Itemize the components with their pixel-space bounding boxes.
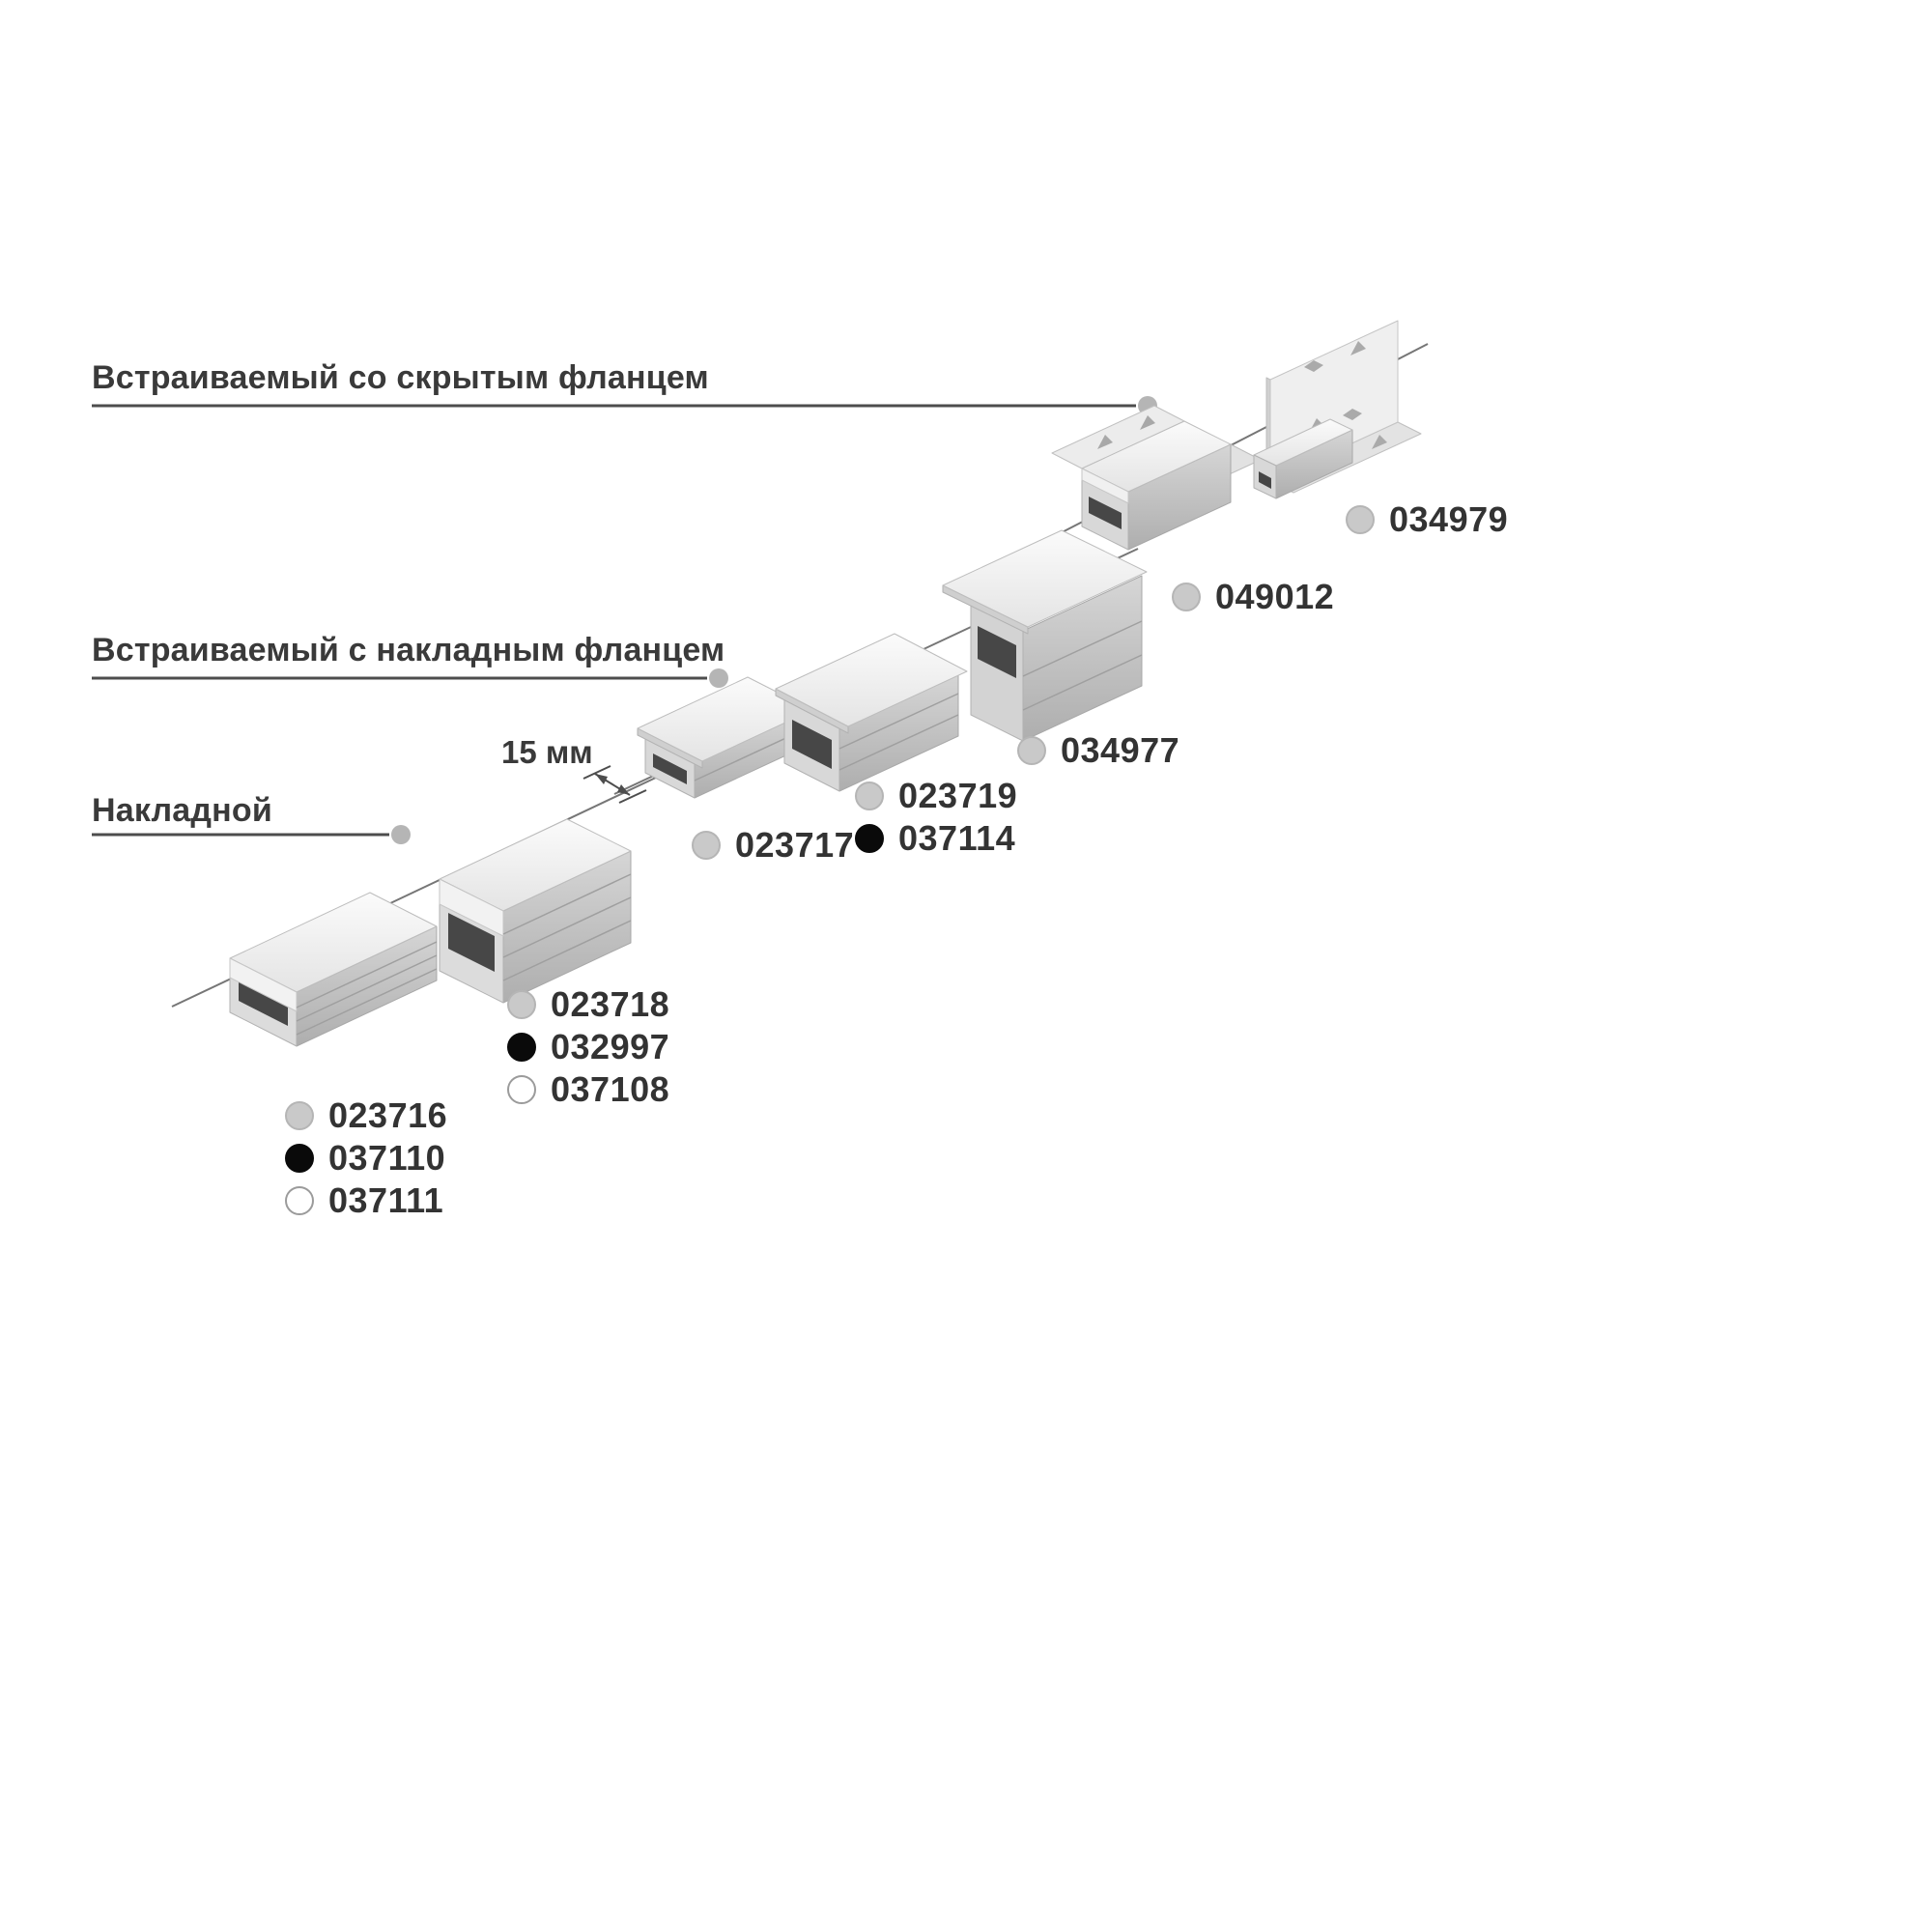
article-code: 023717: [735, 825, 855, 865]
article-item: 023717: [692, 824, 854, 867]
article-code: 049012: [1215, 577, 1335, 616]
product-recessed-flange-profile-low-illustration: [637, 676, 813, 799]
article-code: 032997: [551, 1027, 670, 1066]
product-recessed-flange-profile-high-illustration: [775, 633, 968, 792]
article-item: 023716: [285, 1094, 447, 1137]
leader-end-dot: [709, 668, 728, 688]
finish-swatch: [855, 781, 884, 810]
leader-surface: [92, 825, 411, 844]
leader-hidden-flange: [92, 396, 1157, 415]
finish-swatch: [507, 1075, 536, 1104]
finish-swatch: [507, 990, 536, 1019]
dimension-arrow-15mm: [582, 765, 647, 804]
article-code: 037111: [328, 1180, 444, 1220]
category-label-surface: Накладной: [92, 792, 272, 829]
finish-swatch: [1017, 736, 1046, 765]
article-item: 037108: [507, 1068, 669, 1111]
leader-end-dot: [391, 825, 411, 844]
finish-swatch: [1346, 505, 1375, 534]
article-item: 023719: [855, 775, 1017, 817]
product-recessed-flange-profile-deep-illustration: [942, 529, 1148, 742]
article-code: 037114: [898, 818, 1016, 858]
article-code: 023716: [328, 1095, 448, 1135]
article-item: 032997: [507, 1026, 669, 1068]
article-code: 034979: [1389, 499, 1509, 539]
finish-swatch: [285, 1101, 314, 1130]
product-hidden-flange-profile-illustration: [1051, 405, 1262, 551]
finish-swatch: [1172, 582, 1201, 611]
article-item: 037114: [855, 817, 1015, 860]
category-label-recessed-surface-flange: Встраиваемый с накладным фланцем: [92, 632, 725, 668]
article-code: 037108: [551, 1069, 670, 1109]
leader-surface-flange: [92, 668, 728, 688]
article-item: 037111: [285, 1179, 443, 1222]
product-surface-profile-low-illustration: [229, 892, 438, 1047]
article-code: 023718: [551, 984, 670, 1024]
article-code: 034977: [1061, 730, 1180, 770]
category-label-recessed-hidden-flange: Встраиваемый со скрытым фланцем: [92, 359, 709, 396]
finish-swatch: [692, 831, 721, 860]
article-item: 037110: [285, 1137, 445, 1179]
article-code: 037110: [328, 1138, 446, 1178]
article-item: 049012: [1172, 576, 1334, 618]
article-item: 034977: [1017, 729, 1179, 772]
finish-swatch: [855, 824, 884, 853]
dimension-label: 15 мм: [501, 734, 593, 770]
article-item: 034979: [1346, 498, 1508, 541]
finish-swatch: [285, 1186, 314, 1215]
product-hidden-flange-bracket-illustration: [1253, 320, 1422, 499]
product-surface-profile-high-illustration: [439, 818, 632, 1004]
article-item: 023718: [507, 983, 669, 1026]
finish-swatch: [285, 1144, 314, 1173]
article-code: 023719: [898, 776, 1018, 815]
finish-swatch: [507, 1033, 536, 1062]
